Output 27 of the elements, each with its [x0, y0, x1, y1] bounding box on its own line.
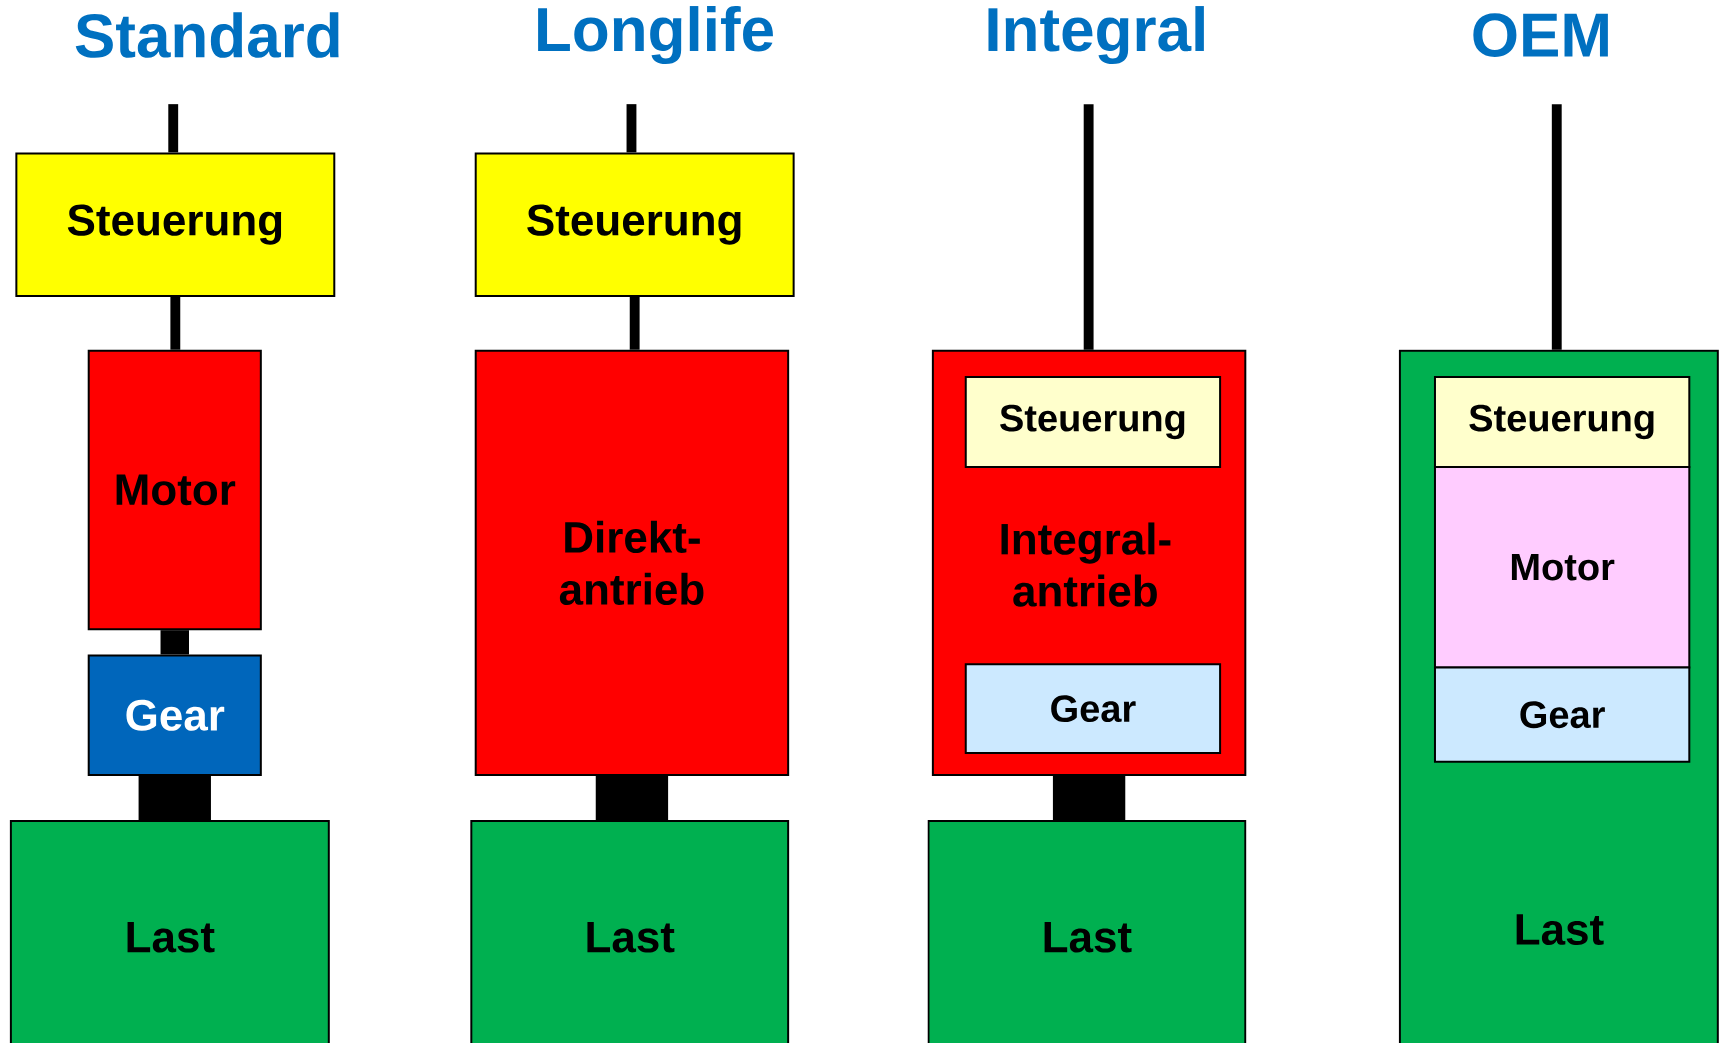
connector-line [626, 104, 637, 153]
coupling-bar [595, 776, 669, 821]
component-box: Direkt- antrieb [474, 349, 790, 776]
column-heading: Standard [75, 12, 339, 58]
connector-line [629, 296, 640, 350]
component-box: Last [927, 820, 1247, 1043]
component-box: Gear [1433, 666, 1691, 763]
component-box: Motor [87, 349, 262, 631]
connector-line [1551, 104, 1562, 350]
component-box: Steuerung [15, 152, 336, 297]
connector-line [168, 104, 179, 153]
component-box: Steuerung [964, 376, 1222, 468]
connector-line [1083, 104, 1094, 350]
column-heading: Longlife [538, 6, 773, 65]
component-box: Gear [87, 654, 262, 776]
component-box: Last [9, 820, 330, 1043]
column-heading: OEM [1473, 13, 1608, 58]
component-box: Steuerung [474, 152, 795, 297]
connector-line [170, 296, 181, 350]
coupling-bar [138, 776, 211, 821]
component-box: Gear [964, 663, 1222, 755]
component-box: Steuerung [1433, 376, 1691, 468]
component-box: Last [470, 820, 790, 1043]
column-heading: Integral [988, 6, 1204, 65]
coupling-bar [160, 630, 189, 655]
component-box: Motor [1433, 465, 1691, 669]
coupling-bar [1052, 776, 1126, 821]
